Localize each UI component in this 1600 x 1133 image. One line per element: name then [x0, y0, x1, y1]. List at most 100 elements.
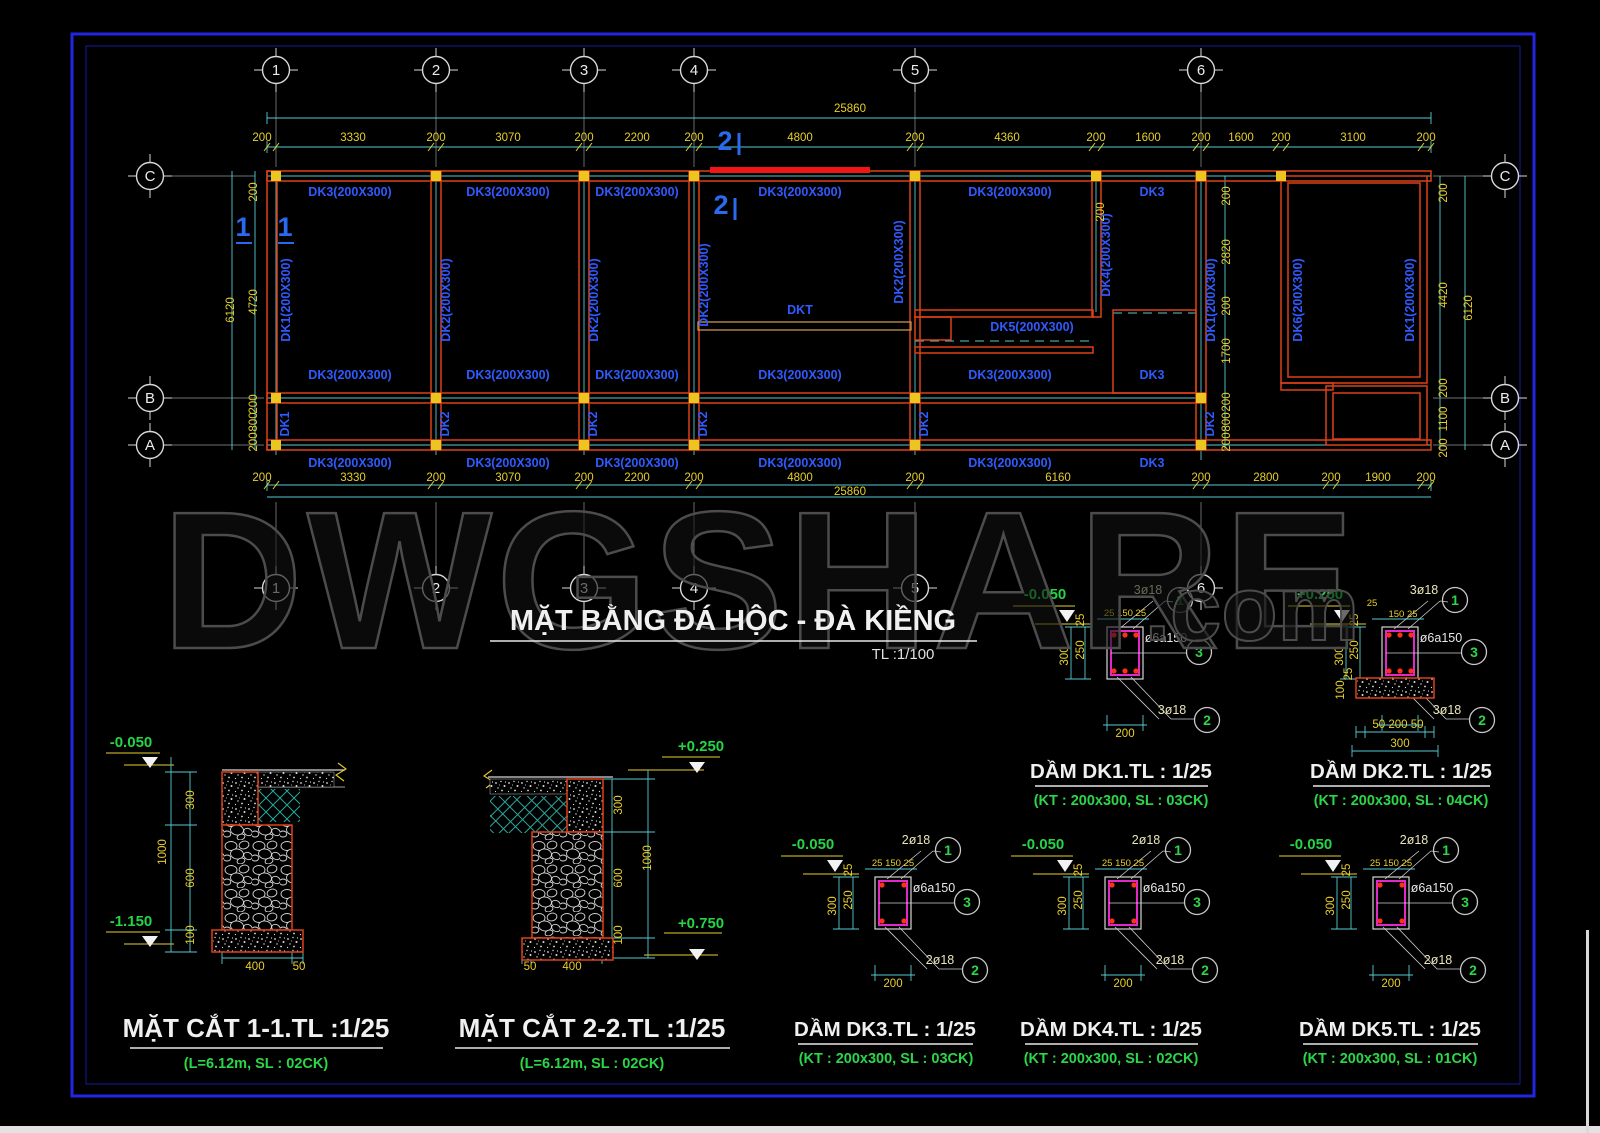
beam-label: DK3 [1139, 368, 1164, 382]
dim-label: 25 [1349, 614, 1361, 627]
level-label: -0.050 [1024, 586, 1067, 603]
grid-bubble-right-B: B [1483, 376, 1527, 420]
dim-label: 200 [1221, 186, 1233, 205]
rebar-label: 3ø18 [1134, 583, 1163, 597]
beam-label: DK2(200X300) [587, 258, 601, 341]
dim-label: 25 150 25 [1102, 858, 1144, 869]
level-label: -0.050 [110, 734, 153, 751]
dim-label: 4360 [994, 132, 1020, 144]
grid-bubble-label: C [145, 168, 156, 185]
section-1-title: MẶT CẮT 1-1.TL :1/25 [123, 1013, 390, 1043]
dim-label: 300 [1325, 896, 1337, 915]
dim-label: 200 [1416, 132, 1435, 144]
detail-dk3-note: (KT : 200x300, SL : 03CK) [799, 1051, 974, 1067]
dim-ticks-top [263, 142, 1435, 152]
grid-bubble-bottom-1: 1 [254, 566, 298, 610]
footing-concrete [1355, 677, 1435, 699]
window-right-edge [1586, 930, 1589, 1133]
view-titles: MẶT BẰNG ĐÁ HỘC - ĐÀ KIỀNG TL :1/100 MẶT… [123, 603, 1492, 1072]
beam-label: DK3(200X300) [595, 456, 678, 470]
grid-bubble-label: 3 [580, 62, 588, 79]
beam-label: DK3(200X300) [758, 368, 841, 382]
dim-label: 600 [185, 868, 197, 887]
grid-bubble-label: B [145, 390, 155, 407]
grid-bubble-label: B [1500, 390, 1510, 407]
dim-label: 4720 [248, 289, 260, 315]
watermark: DWGSHARE .com [160, 470, 1360, 692]
level-label: -0.050 [1290, 836, 1333, 853]
callout-number: 3 [1461, 894, 1469, 910]
watermark-text: DWGSHARE [161, 471, 1358, 690]
rebar-label: 3ø18 [1158, 703, 1187, 717]
rebar-callout-1: 1 [1441, 586, 1469, 614]
dim-label: 6120 [225, 297, 237, 323]
dim-label: 200 [1115, 728, 1134, 740]
rebar-callout-1: 1 [1432, 836, 1460, 864]
callout-number: 1 [944, 842, 952, 858]
dim-label: 25 [1075, 614, 1087, 627]
dim-label: 250 [1349, 640, 1361, 659]
dim-label: 3330 [340, 472, 366, 484]
stirrup-label: ø6a150 [1411, 881, 1453, 895]
dim-label: 25 150 25 [872, 858, 914, 869]
beam-label: DK3(200X300) [466, 456, 549, 470]
rebar-label: 2ø18 [1400, 833, 1429, 847]
dim-label: 50 [524, 961, 537, 973]
grid-bubble-right-A: A [1483, 423, 1527, 467]
dim-label: 200 [1438, 438, 1450, 457]
dim-label: 200 [1191, 472, 1210, 484]
grid-bubble-label: 1 [272, 580, 280, 597]
rebar-label: 2ø18 [902, 833, 931, 847]
detail-dk2-title: DẦM DK2.TL : 1/25 [1310, 760, 1492, 783]
dim-label: 25860 [834, 103, 866, 115]
stone-masonry-hatch [221, 824, 293, 931]
plan-title: MẶT BẰNG ĐÁ HỘC - ĐÀ KIỀNG [510, 603, 956, 637]
beam-label: DK3(200X300) [968, 456, 1051, 470]
level-label: -0.050 [1022, 836, 1065, 853]
dim-label: 300 [827, 896, 839, 915]
beam-label: DK6(200X300) [1291, 258, 1305, 341]
dim-label: 100 [613, 925, 625, 944]
dim-label: 4420 [1438, 282, 1450, 308]
beam-label: DK3(200X300) [968, 368, 1051, 382]
section-mark: 1 [235, 212, 250, 242]
callout-number: 1 [1451, 592, 1459, 608]
dim-label: 200 [1438, 183, 1450, 202]
dim-label: 25 [1367, 598, 1378, 609]
rebar-callout-1: 1 [1164, 836, 1192, 864]
grid-bubble-top-4: 4 [672, 48, 716, 92]
beam-label: DK3(200X300) [308, 185, 391, 199]
stirrup-label: ø6a150 [913, 881, 955, 895]
level-label: -1.150 [110, 913, 153, 930]
rebar-label: 3ø18 [1433, 703, 1462, 717]
dim-label: 1600 [1135, 132, 1161, 144]
column-markers [271, 171, 1286, 450]
grid-bubble-label: A [1500, 437, 1510, 454]
beam-label: DKT [787, 303, 813, 317]
dim-label: 200 [1221, 432, 1233, 451]
rebar-callout-2: 2 [1191, 956, 1219, 984]
dim-label: 200 [574, 472, 593, 484]
dim-label: 6160 [1045, 472, 1071, 484]
section-2-title: MẶT CẮT 2-2.TL :1/25 [459, 1013, 726, 1043]
mortar-hatch [258, 789, 300, 822]
callout-number: 2 [1201, 962, 1209, 978]
dim-label: 400 [245, 961, 264, 973]
dim-label: 2200 [624, 132, 650, 144]
dim-label: 300 [1057, 896, 1069, 915]
beam-label: DK3(200X300) [968, 185, 1051, 199]
rebar-callout-3: 3 [1460, 638, 1488, 666]
rebar-callout-2: 2 [1459, 956, 1487, 984]
dim-label: 200 [1438, 378, 1450, 397]
dim-label: 25 [1341, 864, 1353, 877]
dim-label: 50 200 50 [1372, 719, 1423, 731]
dim-label: 250 [1341, 890, 1353, 909]
beam-label: DK2(200X300) [439, 258, 453, 341]
beam-label: DK2 [438, 411, 452, 436]
detail-dk1-title: DẦM DK1.TL : 1/25 [1030, 760, 1212, 783]
dim-label: 200 [1086, 132, 1105, 144]
callout-number: 1 [1174, 842, 1182, 858]
section-2-note: (L=6.12m, SL : 02CK) [520, 1056, 665, 1072]
dim-label: 200 [1381, 978, 1400, 990]
grid-bubble-top-2: 2 [414, 48, 458, 92]
